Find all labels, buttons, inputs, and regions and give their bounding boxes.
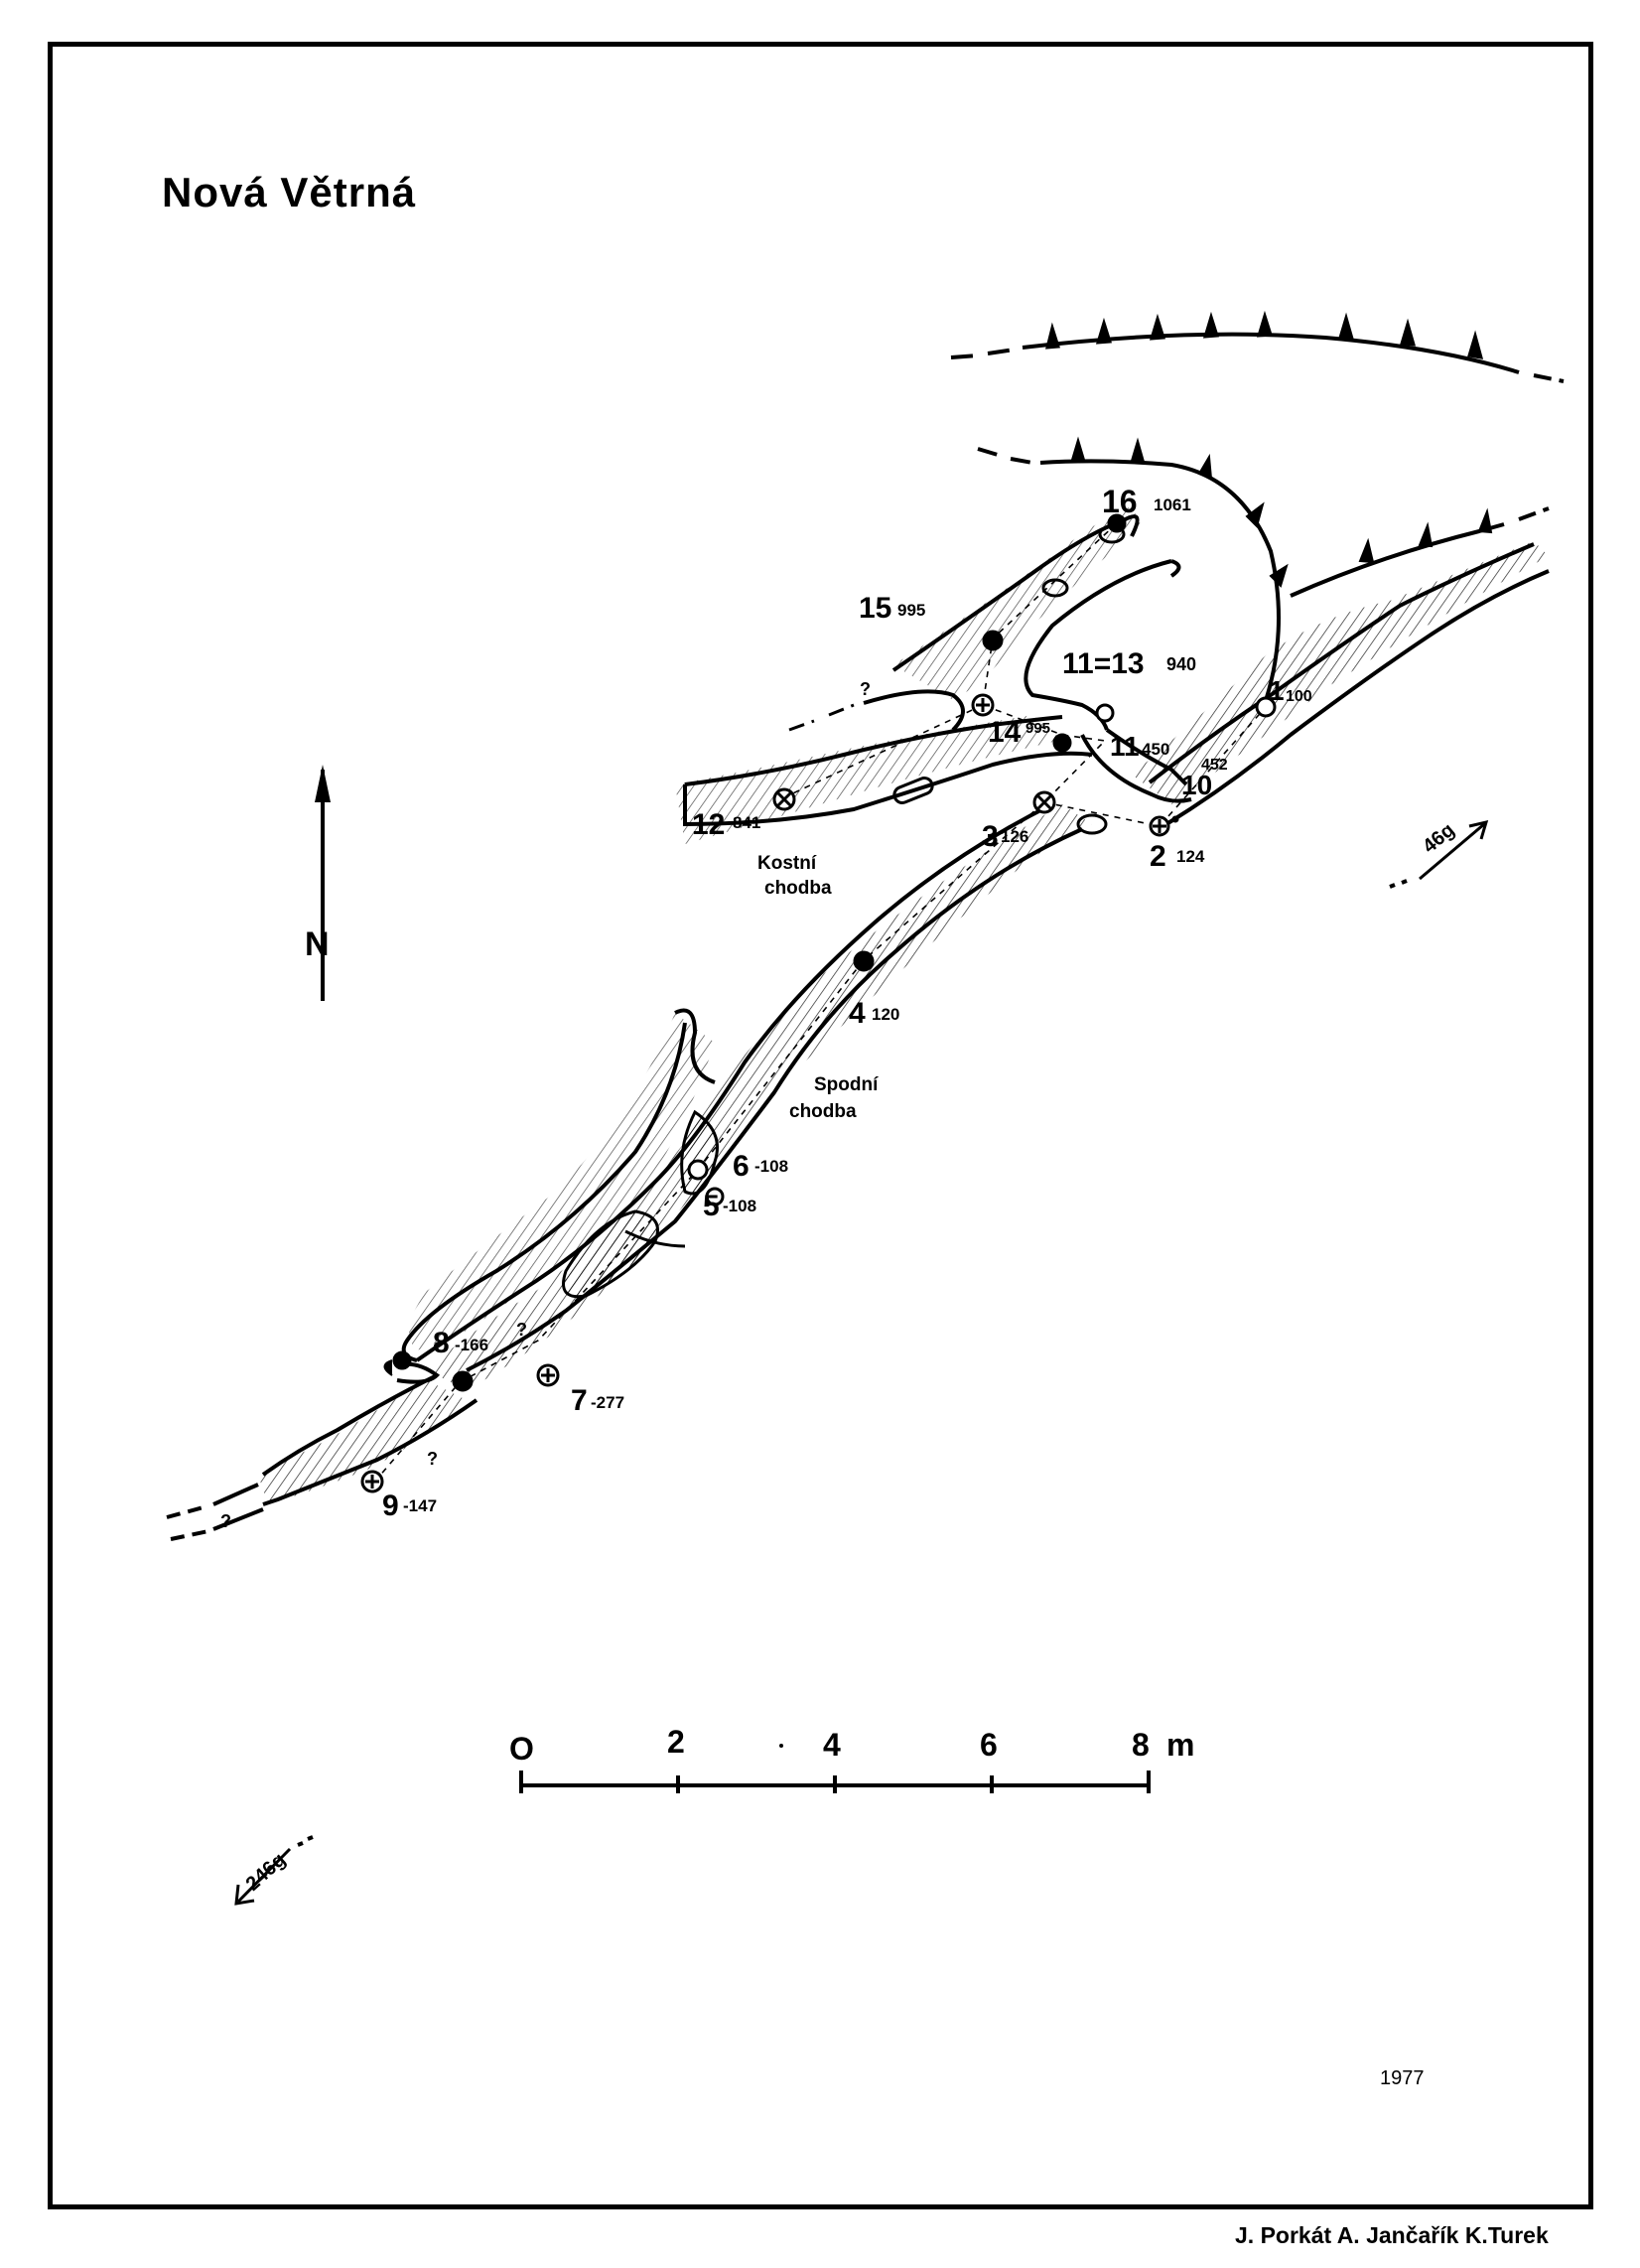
station-11-13-id: 11=13 — [1062, 647, 1145, 680]
station-4-depth: 120 — [872, 1005, 899, 1024]
station-15-depth: 995 — [897, 601, 925, 620]
map-title: Nová Větrná — [162, 169, 417, 215]
surface-cliff-top — [950, 310, 1565, 383]
station-2-depth: 124 — [1176, 847, 1205, 866]
station-9-id: 9 — [382, 1489, 399, 1522]
station-16-id: 16 — [1102, 484, 1138, 519]
station-15-id: 15 — [859, 592, 891, 625]
unknown-mark: ? — [516, 1320, 527, 1340]
map-frame — [48, 42, 1593, 2209]
station-6-id: 6 — [733, 1150, 750, 1183]
scale-tick-0: O — [509, 1731, 534, 1767]
kostni-label-1: Kostní — [757, 853, 817, 874]
spodni-label-1: Spodní — [814, 1074, 879, 1095]
station-16-depth: 1061 — [1154, 496, 1191, 514]
station-8-depth: -166 — [455, 1336, 488, 1354]
unknown-mark: ? — [220, 1511, 231, 1531]
station-12-id: 12 — [692, 808, 725, 841]
station-7-depth: -277 — [591, 1393, 624, 1412]
station-2-id: 2 — [1150, 840, 1166, 873]
passage-southwest-end — [166, 1359, 478, 1541]
surface-cliff-middle — [977, 436, 1550, 716]
passage-spodni-chodba — [415, 802, 1092, 1390]
passage-upper-chamber — [891, 506, 1181, 731]
north-arrow: N — [305, 765, 331, 1001]
station-12-depth: 841 — [733, 813, 760, 832]
station-14-depth: 995 — [1025, 720, 1050, 737]
bearing-ne: 46g — [1389, 819, 1489, 889]
station-4-id: 4 — [849, 997, 866, 1030]
station-5-depth: -108 — [723, 1197, 756, 1215]
station-10-depth: 452 — [1201, 757, 1228, 774]
station-11-depth: 450 — [1142, 740, 1169, 759]
station-markers — [360, 513, 1277, 1493]
unknown-marks: ? ? ? ? — [220, 679, 871, 1531]
north-label: N — [305, 925, 330, 963]
station-3-depth: 126 — [1001, 827, 1028, 846]
station-11-13-depth: 940 — [1166, 654, 1196, 674]
passage-east — [1132, 541, 1550, 826]
passage-west-side — [401, 1008, 719, 1362]
map-year: 1977 — [1380, 2067, 1425, 2089]
station-1-depth: 100 — [1286, 688, 1312, 705]
station-10-id: 10 — [1181, 770, 1212, 800]
unknown-mark: ? — [427, 1449, 438, 1469]
station-11-id: 11 — [1110, 731, 1140, 762]
spodni-label-2: chodba — [789, 1101, 857, 1122]
station-3-id: 3 — [982, 820, 999, 853]
scale-unit: m — [1166, 1727, 1194, 1763]
kostni-label-2: chodba — [764, 878, 832, 899]
map-authors: J. Porkát A. Jančařík K.Turek — [1235, 2222, 1549, 2248]
scale-tick-2: 2 — [667, 1724, 685, 1760]
station-14-id: 14 — [988, 716, 1022, 749]
scale-tick-8: 8 — [1132, 1727, 1150, 1763]
scale-tick-6: 6 — [980, 1727, 998, 1763]
station-labels: 16 1061 15 995 11=13 940 14 995 11 450 1… — [382, 484, 1312, 1522]
station-5-id: 5 — [703, 1190, 720, 1222]
station-7-id: 7 — [571, 1384, 588, 1417]
bearing-sw: 246g — [234, 1835, 314, 1906]
station-9-depth: -147 — [403, 1496, 437, 1515]
station-1-id: 1 — [1269, 675, 1285, 706]
scale-bar: O 2 4 6 8 m — [509, 1724, 1194, 1793]
passage-kostni-chodba — [675, 689, 1093, 844]
unknown-mark: ? — [860, 679, 871, 699]
station-6-depth: -108 — [754, 1157, 788, 1176]
scale-tick-4: 4 — [823, 1727, 841, 1763]
passage-names: Kostní chodba Spodní chodba — [757, 853, 879, 1122]
station-8-id: 8 — [433, 1327, 450, 1359]
